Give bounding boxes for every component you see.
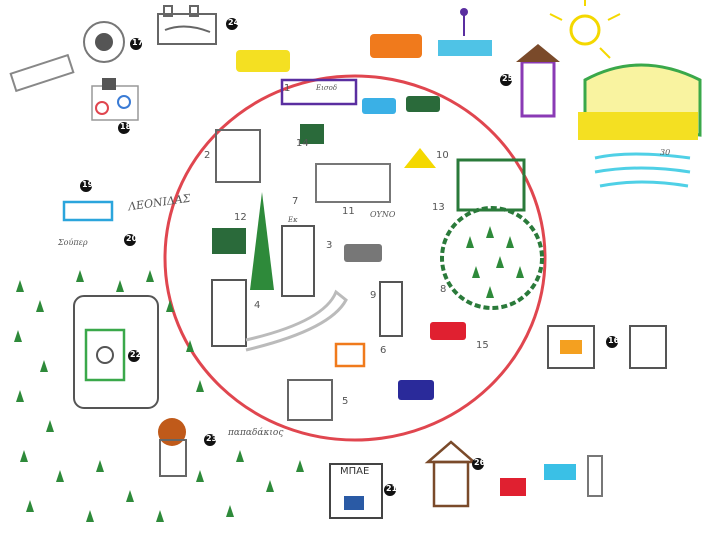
house-25 — [516, 44, 560, 118]
marker-label-26: 26 — [474, 458, 486, 467]
center-sign: ΟΥΝΟ — [370, 210, 396, 219]
circle-num-2: 2 — [204, 150, 211, 161]
circle-num-9: 9 — [370, 290, 377, 301]
circle-trees — [466, 226, 524, 298]
circle-num-14: 14 — [296, 138, 309, 149]
panel-16 — [547, 325, 667, 369]
circle-num-11: 11 — [342, 206, 355, 217]
marker-label-20: 20 — [126, 234, 138, 243]
sketch-left — [9, 53, 75, 93]
tent-10 — [404, 148, 436, 168]
arcade-sign: Εισοδ — [316, 84, 338, 92]
pine-tree — [250, 192, 274, 290]
street-label: παπαδάκιος — [228, 428, 284, 438]
circle-num-4: 4 — [254, 300, 261, 311]
beach-label: 30 — [660, 148, 671, 157]
house-26 — [424, 440, 478, 508]
sign-19 — [62, 200, 114, 222]
circle-num-6: 6 — [380, 345, 387, 356]
circle-num-8: 8 — [440, 284, 447, 295]
circle-num-1: 1 — [284, 83, 291, 94]
fence-orange — [334, 342, 366, 368]
park-7 — [315, 163, 391, 203]
marker-16 — [606, 336, 618, 348]
red-crab — [500, 478, 526, 496]
yellow-truck — [236, 50, 290, 72]
forest-circle-8 — [440, 158, 544, 310]
building-3 — [281, 225, 315, 297]
arcade-top — [280, 78, 358, 106]
circle-num-3: 3 — [326, 240, 333, 251]
marker-25 — [500, 74, 512, 86]
circle-num-12: 12 — [234, 212, 247, 223]
circle-num-13: 13 — [432, 202, 445, 213]
marker-label-16: 16 — [608, 336, 620, 345]
marker-26 — [472, 458, 484, 470]
stadium-22 — [73, 295, 159, 409]
shop-5 — [287, 379, 333, 421]
blue-car — [362, 98, 396, 114]
marker-20 — [124, 234, 136, 246]
marker-label-24: 24 — [228, 18, 240, 27]
ladder-bottom — [587, 455, 603, 497]
circle-num-10: 10 — [436, 150, 449, 161]
marker-24 — [226, 18, 238, 30]
marker-19 — [80, 180, 92, 192]
tire-17 — [83, 21, 125, 63]
circle-num-5: 5 — [342, 396, 349, 407]
blue-item — [544, 464, 576, 480]
sun — [549, 0, 621, 59]
marker-label-21: 21 — [386, 484, 398, 493]
marker-label-22: 22 — [130, 350, 142, 359]
blue-car-2 — [398, 380, 434, 400]
railway — [245, 289, 348, 352]
playground-18 — [91, 78, 139, 121]
forest-trees — [14, 270, 304, 522]
tower-23 — [158, 418, 187, 477]
building-sign: Εκ — [288, 216, 298, 224]
red-car — [430, 322, 466, 340]
marker-label-19: 19 — [82, 180, 94, 189]
building-4 — [211, 279, 247, 347]
figure-top — [438, 8, 492, 56]
grey-car — [344, 244, 382, 262]
marker-label-18: 18 — [120, 122, 132, 131]
marker-18 — [118, 122, 130, 134]
kiosk-sign: ΜΠΑΕ — [340, 466, 370, 477]
town-circle — [163, 74, 547, 442]
tower-6 — [379, 281, 403, 337]
marker-label-17: 17 — [132, 38, 144, 47]
circle-num-15: 15 — [476, 340, 489, 351]
marker-label-23: 23 — [206, 434, 218, 443]
green-car — [406, 96, 440, 112]
kiosk-21 — [329, 463, 383, 519]
beach — [578, 63, 702, 188]
green-block — [212, 228, 246, 254]
supermarket-label: Σούπερ — [58, 238, 88, 247]
tractor — [300, 124, 324, 144]
orange-truck — [370, 34, 422, 58]
circle-num-7: 7 — [292, 196, 299, 207]
marker-21 — [384, 484, 396, 496]
factory-24 — [157, 5, 217, 45]
marker-17 — [130, 38, 142, 50]
marker-22 — [128, 350, 140, 362]
building-2 — [215, 129, 261, 183]
marker-label-25: 25 — [502, 74, 514, 83]
marker-23 — [204, 434, 216, 446]
